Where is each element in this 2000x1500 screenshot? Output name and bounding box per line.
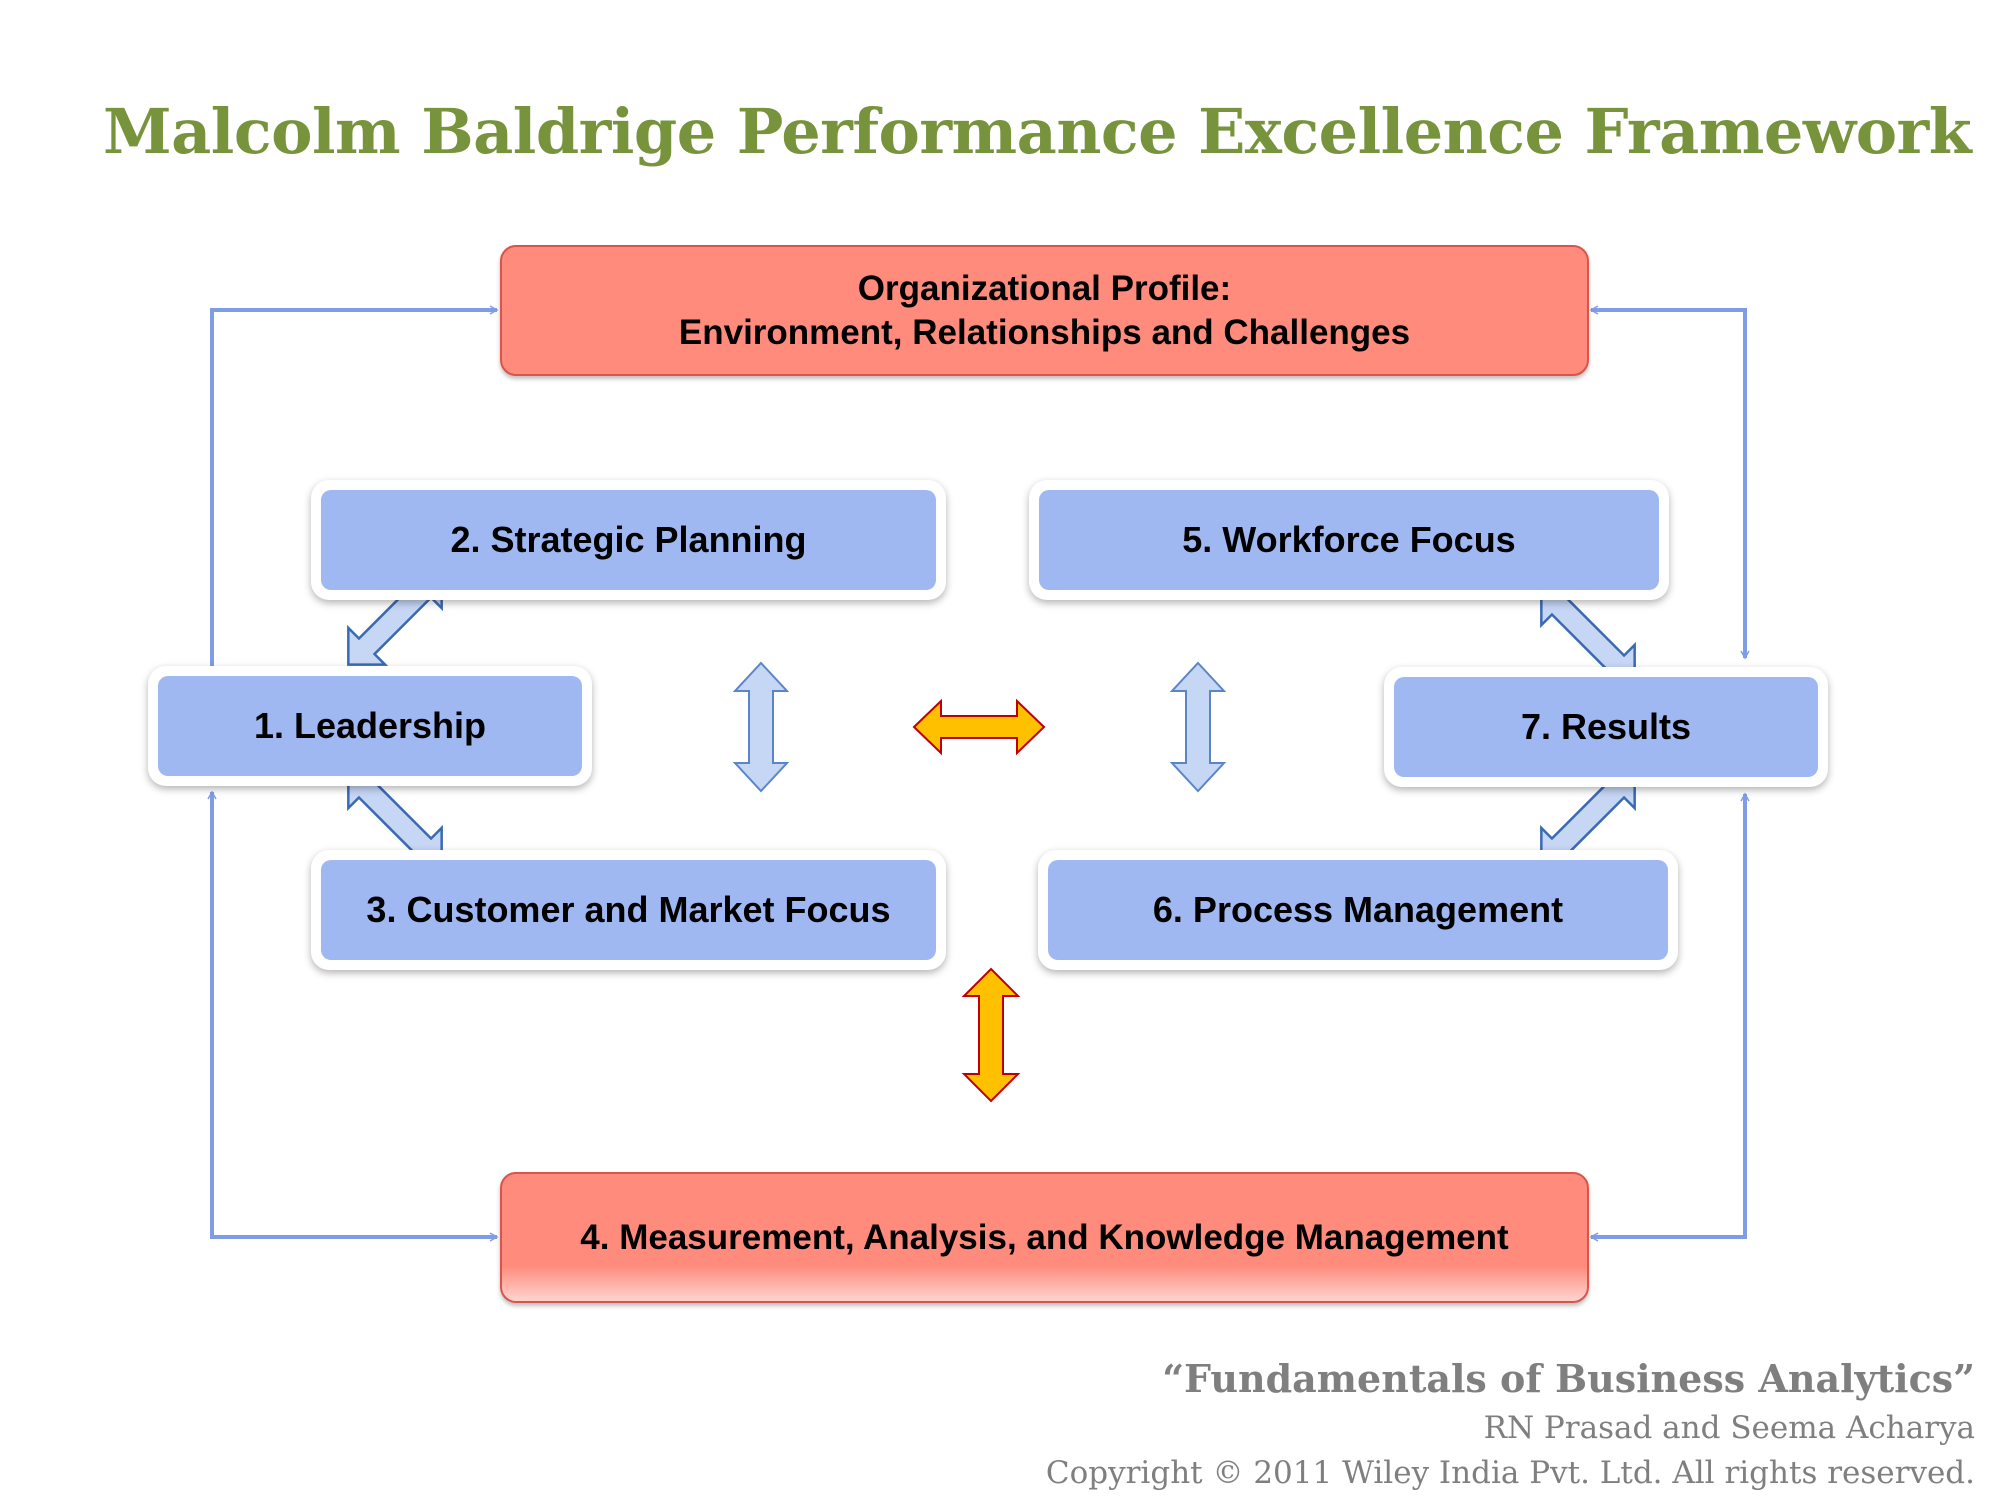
double-arrow-icon <box>961 967 1021 1103</box>
authors: RN Prasad and Seema Acharya <box>1483 1410 1975 1446</box>
process-management-label: 6. Process Management <box>1048 860 1668 960</box>
book-title: “Fundamentals of Business Analytics” <box>1162 1356 1975 1401</box>
workforce-focus-box: 5. Workforce Focus <box>1029 480 1669 600</box>
double-arrow-icon <box>912 698 1046 756</box>
profile-line-1: Organizational Profile: <box>857 268 1232 308</box>
double-arrow-icon <box>732 661 790 793</box>
results-label: 7. Results <box>1394 677 1818 777</box>
connector-measurement-to-leadership <box>207 790 499 1242</box>
strategic-planning-box: 2. Strategic Planning <box>311 480 946 600</box>
connector-leadership-to-profile <box>210 305 499 670</box>
connector-profile-results <box>1589 305 1750 660</box>
measurement-label: 4. Measurement, Analysis, and Knowledge … <box>580 1217 1509 1257</box>
leadership-box: 1. Leadership <box>148 666 592 786</box>
organizational-profile-box: Organizational Profile: Environment, Rel… <box>500 245 1589 376</box>
strategic-planning-label: 2. Strategic Planning <box>321 490 936 590</box>
double-arrow-icon <box>1169 661 1227 793</box>
page-title: Malcolm Baldrige Performance Excellence … <box>103 95 1972 168</box>
profile-line-2: Environment, Relationships and Challenge… <box>678 312 1411 352</box>
leadership-label: 1. Leadership <box>158 676 582 776</box>
copyright: Copyright © 2011 Wiley India Pvt. Ltd. A… <box>1045 1455 1975 1491</box>
connector-measurement-results <box>1589 792 1750 1242</box>
results-box: 7. Results <box>1384 667 1828 787</box>
workforce-focus-label: 5. Workforce Focus <box>1039 490 1659 590</box>
customer-market-focus-label: 3. Customer and Market Focus <box>321 860 936 960</box>
process-management-box: 6. Process Management <box>1038 850 1678 970</box>
measurement-box: 4. Measurement, Analysis, and Knowledge … <box>500 1172 1589 1303</box>
customer-market-focus-box: 3. Customer and Market Focus <box>311 850 946 970</box>
